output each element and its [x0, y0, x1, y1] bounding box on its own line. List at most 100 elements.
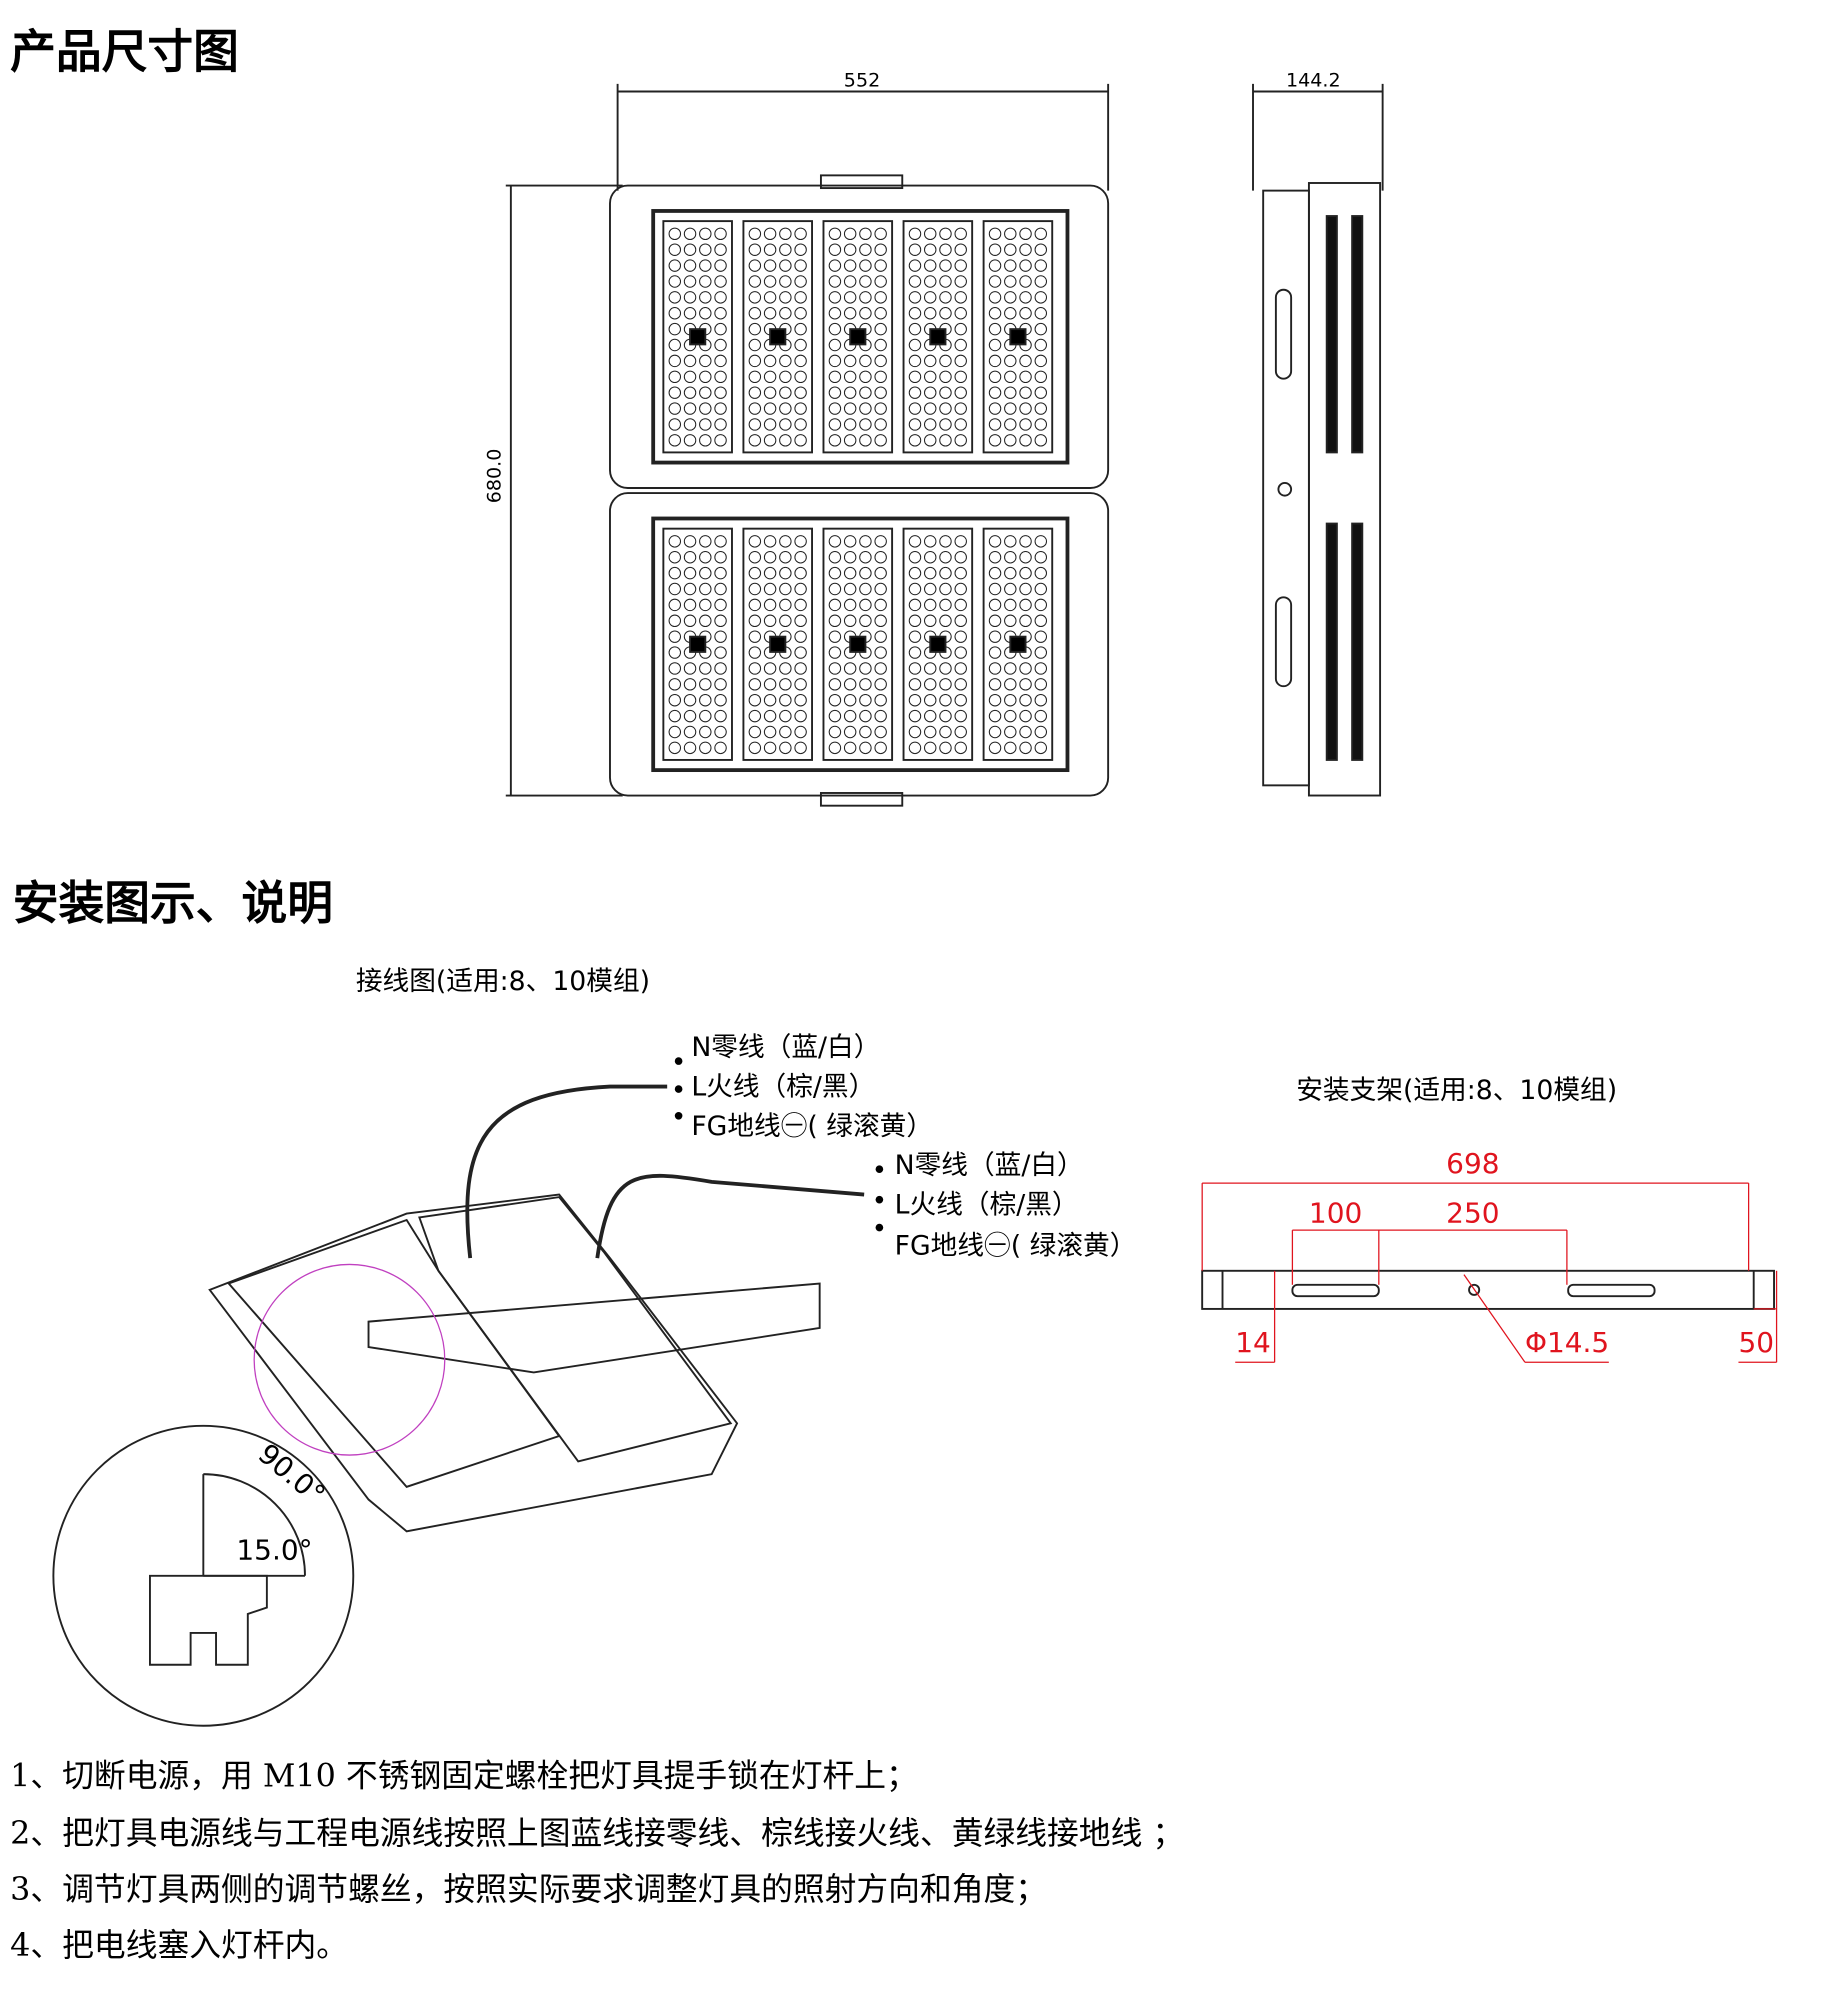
led-lens [859, 551, 872, 564]
led-lens [748, 646, 762, 659]
led-lens [874, 386, 887, 399]
led-lens [794, 614, 807, 628]
led-lens [859, 227, 872, 241]
led-lens [699, 678, 712, 691]
led-lens [699, 275, 712, 288]
led-lens [874, 693, 887, 707]
led-lens [794, 354, 807, 368]
led-module [902, 527, 974, 761]
led-lens [843, 741, 857, 755]
led-lens [1034, 275, 1048, 288]
wire-label: L火线（棕/黑） [894, 1189, 1079, 1220]
wire-label: FG地线㊀( 绿滚黄） [894, 1230, 1137, 1261]
led-lens [1004, 227, 1017, 241]
led-lens [923, 418, 937, 431]
led-lens [954, 322, 967, 336]
instruction-3: 3、调节灯具两侧的调节螺丝，按照实际要求调整灯具的照射方向和角度； [10, 1870, 1048, 1908]
led-lens [714, 535, 727, 548]
led-lens [908, 354, 922, 368]
led-lens [874, 614, 887, 628]
led-lens [779, 551, 792, 564]
led-lens [843, 418, 857, 431]
led-lens [874, 662, 887, 675]
led-lens [988, 566, 1002, 580]
edge-offset-dim: 14 [1235, 1327, 1271, 1360]
led-lens [748, 535, 762, 548]
led-lens [699, 582, 712, 596]
led-lens [828, 338, 842, 352]
bracket-height-dim: 50 [1738, 1327, 1775, 1360]
led-lens [954, 386, 967, 399]
led-lens [1004, 291, 1017, 304]
led-lens [748, 662, 762, 675]
led-lens [714, 275, 727, 288]
led-lens [714, 678, 727, 691]
led-chip [769, 328, 787, 346]
led-lens [779, 662, 792, 675]
led-lens [668, 338, 682, 352]
led-module [982, 527, 1054, 761]
led-lens [1019, 275, 1032, 288]
led-lens [843, 582, 857, 596]
led-lens [1019, 566, 1032, 580]
led-lens [843, 662, 857, 675]
led-lens [763, 386, 777, 399]
led-lens [1019, 693, 1032, 707]
led-lens [794, 259, 807, 272]
led-lens [1004, 434, 1017, 447]
led-lens [859, 307, 872, 320]
led-lens [859, 693, 872, 707]
instruction-4: 4、把电线塞入灯杆内。 [10, 1926, 349, 1964]
led-lens [874, 582, 887, 596]
led-lens [748, 291, 762, 304]
led-lens [988, 418, 1002, 431]
bracket-drawing [1201, 1182, 1778, 1363]
led-lens [923, 598, 937, 612]
led-lens [748, 243, 762, 256]
led-lens [794, 662, 807, 675]
led-lens [763, 598, 777, 612]
led-lens [1034, 402, 1048, 415]
led-lens [714, 322, 727, 336]
led-chip [849, 635, 867, 653]
led-lens [763, 291, 777, 304]
led-lens [859, 598, 872, 612]
led-lens [828, 227, 842, 241]
led-lens [748, 402, 762, 415]
led-lens [794, 434, 807, 447]
led-lens [874, 370, 887, 384]
led-lens [874, 566, 887, 580]
led-lens [828, 535, 842, 548]
led-lens [1034, 418, 1048, 431]
led-lens [794, 741, 807, 755]
led-lens [908, 725, 922, 739]
led-lens [763, 693, 777, 707]
led-lens [908, 243, 922, 256]
led-module [902, 220, 974, 454]
led-lens [828, 725, 842, 739]
led-lens [923, 370, 937, 384]
led-lens [859, 275, 872, 288]
led-lens [1034, 741, 1048, 755]
led-lens [859, 566, 872, 580]
led-lens [843, 402, 857, 415]
led-lens [794, 693, 807, 707]
led-lens [1019, 741, 1032, 755]
led-lens [683, 402, 697, 415]
led-lens [908, 307, 922, 320]
led-lens [668, 709, 682, 723]
led-lens [988, 646, 1002, 659]
led-lens [954, 227, 967, 241]
led-lens [954, 275, 967, 288]
led-lens [748, 693, 762, 707]
led-lens [1019, 434, 1032, 447]
led-lens [668, 551, 682, 564]
led-lens [988, 243, 1002, 256]
led-lens [714, 418, 727, 431]
led-lens [874, 275, 887, 288]
led-lens [874, 709, 887, 723]
led-lens [668, 275, 682, 288]
led-lens [828, 678, 842, 691]
led-lens [763, 582, 777, 596]
led-lens [714, 370, 727, 384]
